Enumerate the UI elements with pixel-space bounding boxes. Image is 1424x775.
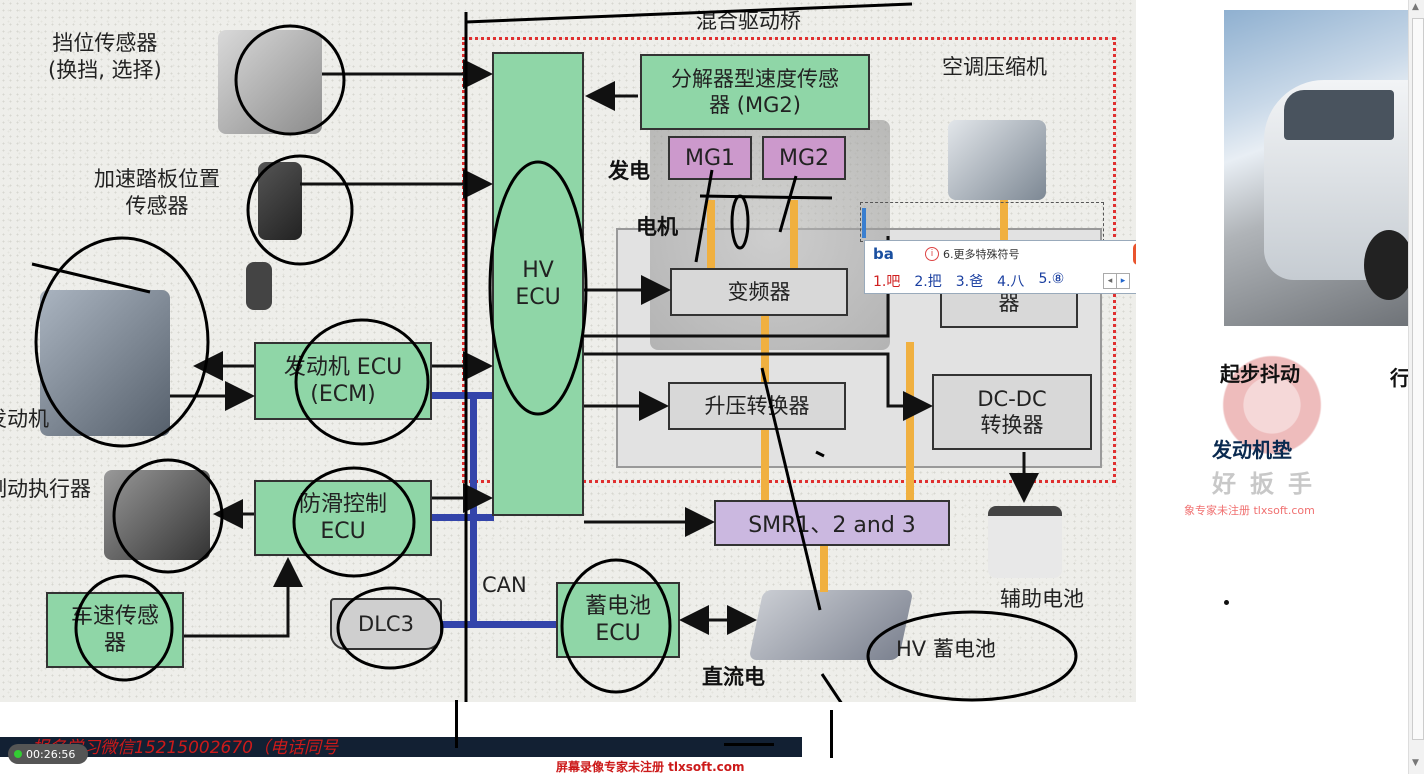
power-line: [790, 200, 798, 270]
power-line: [1000, 200, 1008, 270]
ac-compressor-image: [948, 120, 1046, 200]
ime-candidate-1[interactable]: 1.吧: [873, 274, 901, 290]
brake-actuator-label: 制动执行器: [0, 477, 91, 501]
inverter-box: 变频器: [670, 268, 848, 316]
ime-input-text: ba: [873, 245, 894, 263]
pen-annotations: [31, 2, 1078, 702]
pen-stroke: [455, 700, 458, 748]
scrollbar-thumb[interactable]: [1412, 18, 1424, 740]
ime-page-prev-icon[interactable]: ◂: [1103, 273, 1117, 289]
power-line: [761, 430, 769, 510]
connector-arrows: [170, 59, 1039, 638]
watermark-logo-text: 好扳手: [1212, 470, 1326, 498]
pedal-image: [246, 262, 272, 310]
battery-ecu-box: 蓄电池 ECU: [556, 582, 680, 658]
power-line: [820, 546, 828, 592]
panel-text-1: 起步抖动: [1220, 362, 1300, 386]
engine-ecu-box: 发动机 ECU (ECM): [254, 342, 432, 420]
boost-converter-box: 升压转换器: [668, 382, 846, 430]
car-photo: [1224, 10, 1408, 326]
can-label: CAN: [482, 573, 527, 597]
recording-timer[interactable]: 00:26:56: [8, 744, 88, 764]
ime-page-next-icon[interactable]: ▸: [1116, 273, 1130, 289]
panel-text-3: 发动机垫: [1212, 438, 1292, 462]
can-bus-line: [430, 621, 560, 628]
text-cursor: [862, 208, 866, 238]
mg2-box: MG2: [762, 136, 846, 180]
ime-hint-text[interactable]: 6.更多特殊符号: [943, 248, 1020, 261]
timer-text: 00:26:56: [26, 747, 76, 761]
pen-stroke: [830, 710, 833, 758]
power-line: [761, 316, 769, 386]
hv-battery-label: HV 蓄电池: [896, 637, 996, 661]
diagram-slide: 混合驱动桥 挡位传感器 (换挡, 选择) 加速踏板位置 传感器 发动机 制动执行…: [0, 0, 1136, 702]
scroll-up-icon[interactable]: ▲: [1412, 2, 1419, 12]
watermark-text: 象专家未注册 tlxsoft.com: [1184, 504, 1315, 517]
power-line: [707, 200, 715, 270]
bottom-marquee-bar: [0, 737, 802, 757]
annotation-generate: 发电: [608, 159, 650, 183]
smr-box: SMR1、2 and 3: [714, 500, 950, 546]
shift-sensor-label: 挡位传感器 (换挡, 选择): [48, 31, 162, 83]
marquee-text: 报名学习微信15215002670（电话同号: [32, 738, 338, 758]
ime-candidate-4[interactable]: 4.八: [997, 274, 1025, 290]
ime-candidate-5[interactable]: 5.⑧: [1038, 271, 1065, 287]
skid-control-ecu-box: 防滑控制 ECU: [254, 480, 432, 556]
engine-image: [40, 290, 170, 436]
speed-sensor-box: 车速传感 器: [46, 592, 184, 668]
ime-candidate-3[interactable]: 3.爸: [955, 274, 984, 290]
ac-compressor-label: 空调压缩机: [942, 55, 1047, 79]
right-panel: 起步抖动 行 发动机垫 好扳手 象专家未注册 tlxsoft.com: [1136, 0, 1424, 774]
pen-stroke: [724, 743, 774, 746]
ime-candidate-window[interactable]: ba i 6.更多特殊符号 S 1.吧 2.把 3.爸 4.八 5.⑧ ◂ ▸: [864, 240, 1160, 294]
recording-indicator-icon: [14, 750, 22, 758]
engine-label: 发动机: [0, 407, 49, 431]
watermark-gear-logo: [1210, 350, 1334, 460]
dcdc-converter-box: DC-DC 转换器: [932, 374, 1092, 450]
annotation-dc: 直流电: [702, 665, 765, 689]
scroll-down-icon[interactable]: ▼: [1412, 758, 1419, 768]
vertical-scrollbar[interactable]: ▲ ▼: [1408, 0, 1424, 774]
dlc3-connector: DLC3: [330, 598, 442, 650]
panel-text-2: 行: [1390, 366, 1410, 390]
ime-candidate-2[interactable]: 2.把: [914, 274, 942, 290]
info-icon: i: [925, 247, 939, 261]
annotation-motor: 电机: [636, 215, 678, 239]
can-bus-line: [430, 514, 494, 521]
resolver-box: 分解器型速度传感 器 (MG2): [640, 54, 870, 130]
accel-sensor-label: 加速踏板位置 传感器: [94, 167, 220, 219]
can-bus-line: [430, 392, 494, 399]
aux-battery-image: [988, 506, 1062, 578]
accel-pedal-sensor-image: [258, 162, 302, 240]
hv-ecu-box: HV ECU: [492, 52, 584, 516]
dot-mark: [1224, 600, 1229, 605]
ime-candidate-list: 1.吧 2.把 3.爸 4.八 5.⑧: [873, 271, 1064, 291]
bottom-watermark: 屏幕录像专家未注册 tlxsoft.com: [556, 760, 745, 774]
text-selection-box[interactable]: [860, 202, 1104, 242]
aux-battery-label: 辅助电池: [1000, 587, 1084, 611]
power-line: [906, 342, 914, 500]
